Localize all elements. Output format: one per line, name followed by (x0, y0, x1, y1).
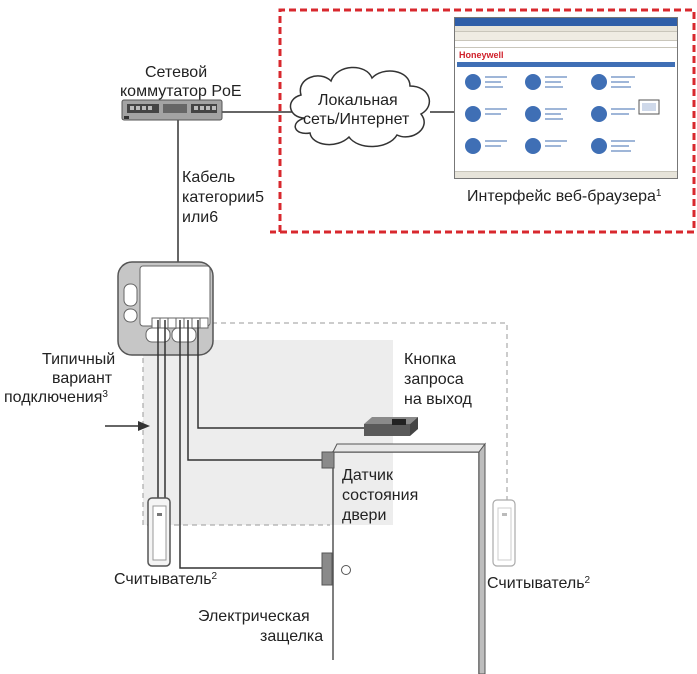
door-sensor-label-line2: состояния (342, 487, 419, 504)
browser-status-bar (455, 171, 677, 178)
cloud-label-line1: Локальная (318, 92, 398, 109)
door-sensor (321, 451, 335, 469)
wiring-area (143, 340, 393, 525)
door-sensor-label-line1: Датчик (342, 467, 393, 484)
door-sensor-label-line3: двери (342, 507, 387, 524)
browser-caption: Интерфейс веб-браузера1 (467, 188, 662, 205)
browser-toolbar (455, 32, 677, 41)
electric-strike (321, 552, 333, 586)
browser-title-bar (455, 18, 677, 26)
browser-address-bar (455, 41, 677, 48)
rex-button (364, 417, 418, 436)
reader-left (147, 497, 171, 567)
browser-icon-grid (465, 74, 660, 154)
cable-label-line2: категории5 (182, 189, 264, 206)
typical-label-line1: Типичный (42, 351, 116, 368)
typical-label-line3: подключения3 (4, 389, 108, 406)
network-lines (177, 111, 458, 262)
strike-label-line1: Электрическая (198, 608, 310, 625)
rex-label-line1: Кнопка (404, 351, 456, 368)
web-browser-screenshot: Honeywell (454, 17, 678, 179)
browser-menu-bar (455, 26, 677, 32)
honeywell-logo: Honeywell (459, 50, 504, 60)
door (332, 442, 486, 674)
typical-label-line2: вариант (52, 370, 113, 387)
reader-right (492, 499, 516, 567)
cable-label-line1: Кабель (182, 169, 236, 186)
wiring (157, 320, 366, 569)
switch-label-line2: коммутатор PoE (120, 83, 242, 100)
rex-label-line2: запроса (404, 371, 464, 388)
internet-boundary (270, 8, 696, 234)
typical-boundary (142, 322, 508, 526)
browser-page-header: Honeywell (455, 48, 677, 62)
strike-label-line2: защелка (260, 628, 324, 645)
reader-left-label: Считыватель2 (114, 571, 218, 588)
poe-switch (121, 99, 223, 121)
cloud-label-line2: сеть/Интернет (303, 111, 410, 128)
typical-arrow (105, 421, 150, 431)
reader-right-label: Считыватель2 (487, 575, 591, 592)
switch-label-line1: Сетевой (145, 64, 208, 81)
cloud-icon (289, 66, 431, 148)
rex-label-line3: на выход (404, 391, 472, 408)
cable-label-line3: или6 (182, 209, 219, 226)
browser-nav-bar (457, 62, 675, 67)
